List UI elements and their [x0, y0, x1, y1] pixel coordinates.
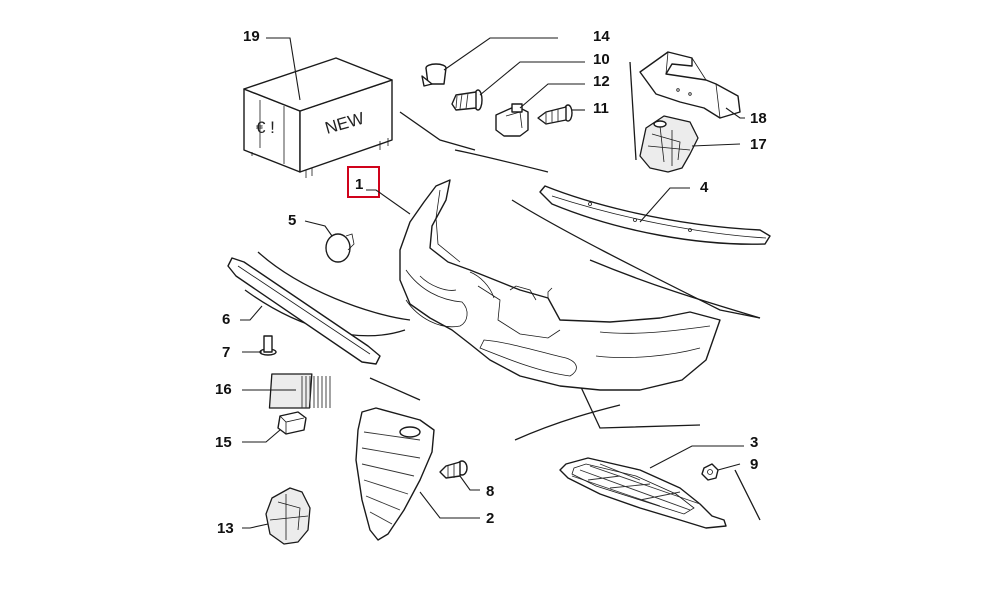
part-16-mesh-filter[interactable]	[268, 373, 331, 409]
leader-1	[366, 189, 411, 215]
part-17-bracket[interactable]	[639, 115, 699, 173]
callout-1[interactable]: 1	[355, 176, 363, 193]
part-1-front-bumper[interactable]	[399, 179, 721, 391]
part-11-screw[interactable]	[537, 104, 573, 125]
callout-2[interactable]: 2	[486, 510, 494, 527]
leader-13	[242, 523, 269, 529]
part-3-fog-grille[interactable]	[559, 457, 727, 529]
leader-4	[639, 187, 690, 223]
callout-4[interactable]: 4	[700, 179, 709, 196]
leader-17	[691, 143, 741, 147]
leader-19	[266, 37, 301, 101]
box-euro-symbol: € !	[256, 118, 275, 137]
leader-14	[443, 37, 558, 71]
part-12-bracket-clip[interactable]	[495, 103, 529, 137]
part-15-block[interactable]	[277, 411, 307, 435]
callout-6[interactable]: 6	[222, 311, 230, 328]
callout-17[interactable]: 17	[750, 136, 767, 153]
car-outline-lines	[244, 61, 761, 521]
part-6-side-strip[interactable]	[227, 257, 381, 365]
leader-10	[479, 61, 585, 96]
callout-16[interactable]: 16	[215, 381, 232, 398]
part-10-screw[interactable]	[451, 89, 483, 111]
part-4-trim-strip[interactable]	[539, 185, 771, 245]
callout-11[interactable]: 11	[593, 100, 609, 117]
leader-15	[242, 429, 281, 443]
callout-13[interactable]: 13	[217, 520, 234, 537]
part-18-bracket[interactable]	[639, 51, 741, 119]
part-2-side-grille[interactable]	[355, 407, 435, 541]
callout-10[interactable]: 10	[593, 51, 610, 68]
callout-12[interactable]: 12	[593, 73, 610, 90]
part-19-new-box[interactable]: NEW € !	[243, 57, 393, 178]
leader-2	[419, 491, 480, 519]
callout-8[interactable]: 8	[486, 483, 494, 500]
callout-9[interactable]: 9	[750, 456, 758, 473]
callout-15[interactable]: 15	[215, 434, 232, 451]
highlight-frame-part-1	[347, 166, 380, 198]
part-9-nut[interactable]	[701, 463, 719, 481]
part-14-clip[interactable]	[421, 63, 447, 87]
callout-14[interactable]: 14	[593, 28, 610, 45]
leader-6	[240, 305, 263, 321]
leader-3	[649, 445, 744, 469]
part-7-push-clip[interactable]	[259, 335, 277, 356]
leader-9	[717, 463, 741, 471]
part-5-cap[interactable]	[325, 233, 355, 263]
part-13-bracket[interactable]	[265, 487, 311, 545]
callout-3[interactable]: 3	[750, 434, 758, 451]
callout-7[interactable]: 7	[222, 344, 230, 361]
leader-18	[725, 107, 745, 119]
leader-8	[459, 475, 480, 491]
callout-5[interactable]: 5	[288, 212, 296, 229]
callout-18[interactable]: 18	[750, 110, 767, 127]
leader-12	[519, 83, 585, 109]
leader-5	[304, 220, 333, 237]
callout-19[interactable]: 19	[243, 28, 260, 45]
part-8-screw[interactable]	[439, 460, 468, 479]
